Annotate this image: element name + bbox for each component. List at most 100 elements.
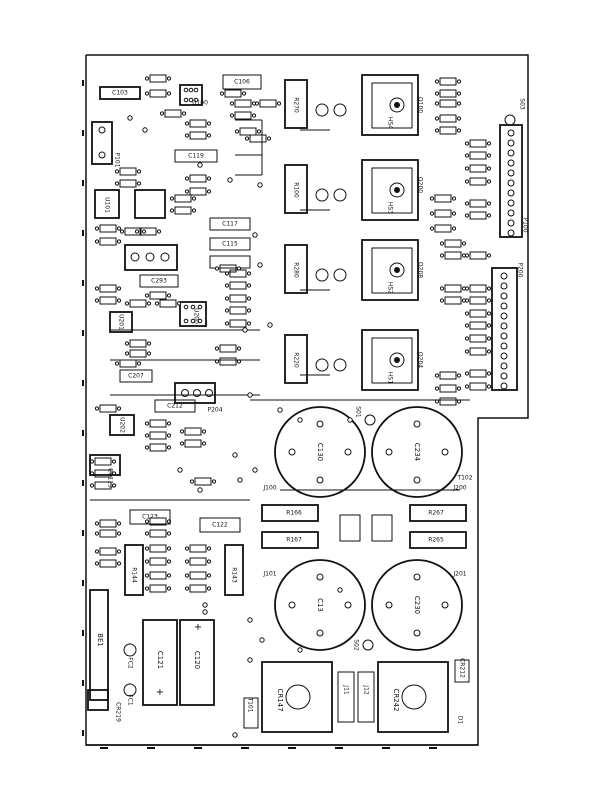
- via: [297, 647, 303, 653]
- pad: [124, 351, 130, 356]
- pad: [136, 181, 142, 186]
- small-diode: [371, 514, 393, 542]
- pad: [94, 286, 100, 291]
- label-q100: Q100: [417, 97, 424, 113]
- label-be1: BE1: [96, 633, 104, 647]
- ic-package: [94, 189, 120, 219]
- via: [259, 637, 265, 643]
- filter-capacitor: [274, 559, 366, 651]
- filter-capacitor: [274, 406, 366, 498]
- label-fc2: FC2: [127, 657, 134, 669]
- pad: [246, 296, 252, 301]
- pad: [486, 213, 492, 218]
- small-part: [224, 89, 242, 98]
- capacitor-small: [315, 188, 329, 202]
- label-c212: C212: [167, 403, 183, 410]
- connector-pin: [507, 219, 515, 227]
- label-r144: R144: [131, 567, 138, 583]
- power-resistor: [284, 164, 308, 214]
- small-part: [129, 299, 147, 308]
- connector-pin: [500, 372, 508, 380]
- cap-lead: [385, 601, 393, 609]
- label-c122: C122: [212, 522, 228, 529]
- pad: [246, 283, 252, 288]
- small-part: [469, 284, 487, 293]
- small-part: [434, 224, 452, 233]
- capacitor-small: [315, 103, 329, 117]
- small-part: [229, 319, 247, 328]
- ic-package: [109, 311, 133, 333]
- pad: [429, 211, 435, 216]
- small-part: [149, 74, 167, 83]
- label-c117: C117: [222, 221, 238, 228]
- label-cr147: CR147: [276, 688, 284, 711]
- via: [247, 392, 253, 398]
- connector-pin: [507, 129, 515, 137]
- ic-package: [179, 84, 203, 106]
- small-part: [149, 517, 167, 526]
- pad: [189, 479, 195, 484]
- label-d1: D1: [457, 716, 464, 725]
- label-c293: C293: [151, 278, 167, 285]
- connector-pin: [500, 302, 508, 310]
- filter-capacitor: [371, 406, 463, 498]
- pad: [464, 323, 470, 328]
- pad: [124, 341, 130, 346]
- pad: [434, 116, 440, 121]
- small-part: [194, 477, 212, 486]
- pad: [211, 479, 217, 484]
- pad: [456, 386, 462, 391]
- pad: [160, 252, 170, 262]
- label-p100: P100: [522, 217, 529, 232]
- pad: [229, 101, 235, 106]
- mount-hole: [389, 262, 405, 278]
- small-part: [99, 547, 117, 556]
- connector-pin: [507, 209, 515, 217]
- small-part: [119, 167, 137, 176]
- label-j12: J12: [363, 684, 370, 695]
- small-part: [99, 529, 117, 538]
- via: [197, 487, 203, 493]
- pad: [224, 321, 230, 326]
- small-part: [119, 179, 137, 188]
- pad: [251, 113, 257, 118]
- label-t101: T101: [247, 696, 254, 712]
- transistor-body: [371, 167, 413, 214]
- label-c207: C207: [128, 373, 144, 380]
- small-part: [434, 209, 452, 218]
- small-part: [99, 237, 117, 246]
- small-part: [189, 557, 207, 566]
- pad: [486, 349, 492, 354]
- label-c106: C106: [234, 79, 250, 86]
- pad: [169, 196, 175, 201]
- cap-lead: [288, 448, 296, 456]
- via: [252, 232, 258, 238]
- small-part: [149, 529, 167, 538]
- pad: [136, 361, 142, 366]
- pad: [266, 136, 272, 141]
- via: [347, 417, 353, 423]
- pad: [193, 389, 201, 397]
- pad: [456, 128, 462, 133]
- ic-pin: [190, 304, 196, 310]
- pad: [464, 253, 470, 258]
- pad: [116, 226, 122, 231]
- small-part: [439, 384, 457, 393]
- label-r166: R166: [286, 510, 302, 517]
- ic-package: [134, 189, 166, 219]
- label-j201: J201: [452, 571, 466, 578]
- pad: [439, 286, 445, 291]
- power-resistor: [224, 544, 244, 596]
- cap-lead: [344, 601, 352, 609]
- pad: [206, 586, 212, 591]
- connector-pin: [507, 229, 515, 237]
- label-c120: C120: [193, 651, 201, 669]
- pad: [89, 483, 95, 488]
- label-u200: U200: [193, 308, 200, 324]
- via: [297, 417, 303, 423]
- connector-pin: [507, 179, 515, 187]
- pad: [461, 241, 467, 246]
- screw-terminal: [364, 414, 376, 426]
- pad: [144, 519, 150, 524]
- pad: [191, 196, 197, 201]
